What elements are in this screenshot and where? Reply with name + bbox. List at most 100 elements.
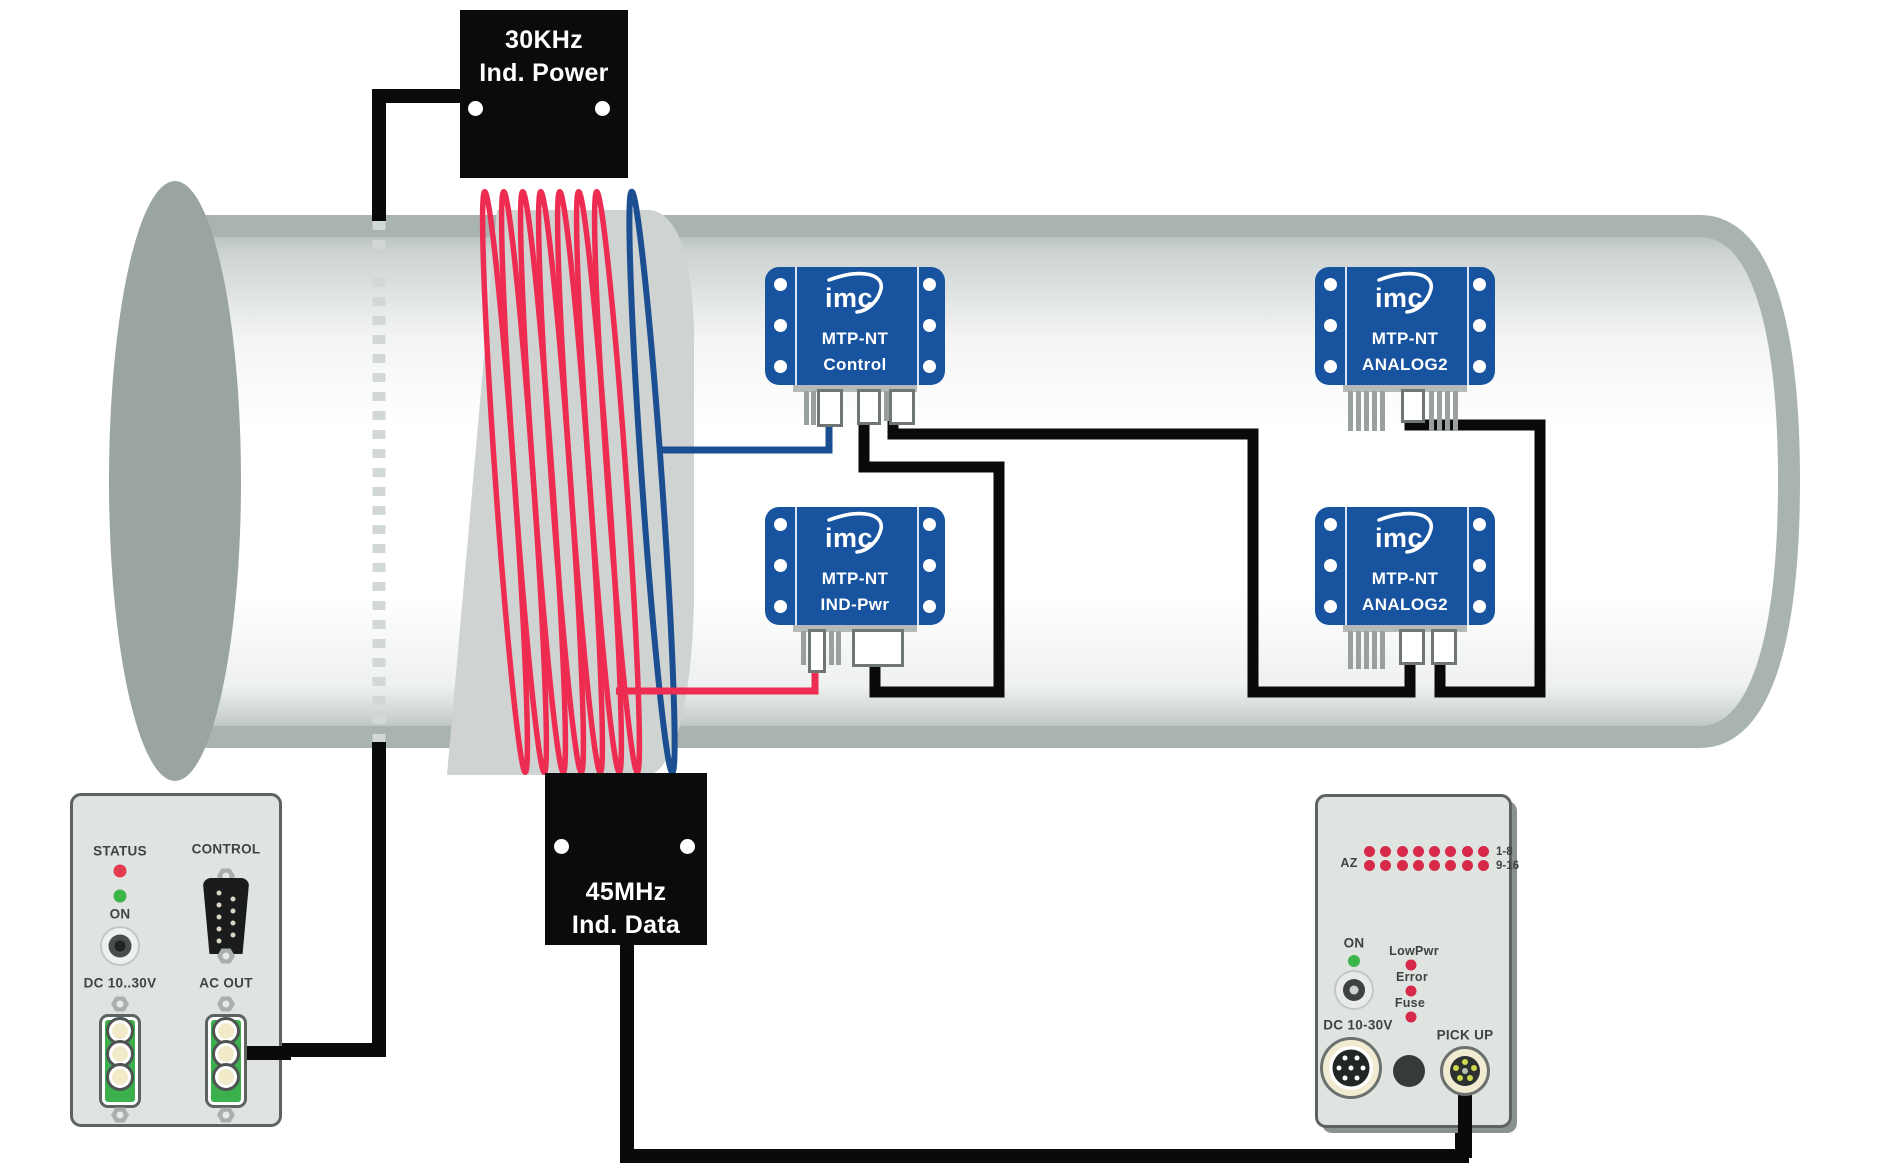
connector-pin: [811, 391, 816, 425]
module-variant: ANALOG2: [1362, 355, 1448, 374]
imc-logo: imc: [825, 271, 883, 314]
power-jack-core: [1349, 985, 1359, 995]
az-led: [1478, 860, 1490, 871]
connector-pin: [836, 631, 841, 665]
terminal-pin: [212, 1017, 240, 1045]
flange-hole: [1473, 600, 1486, 613]
flange-hole: [774, 518, 787, 531]
connector-pin: [1356, 631, 1361, 669]
az-led-row-2: [1364, 860, 1490, 871]
module-mtp-nt-ind-pwr: imc MTP-NT IND-Pwr: [765, 507, 945, 673]
fuse-led: [1405, 1011, 1417, 1023]
flange-hole: [1473, 319, 1486, 332]
dc-input-label: DC 10-30V: [1323, 1017, 1393, 1033]
az-led: [1461, 846, 1473, 857]
error-led: [1405, 985, 1417, 997]
imc-logo: imc: [1375, 511, 1433, 554]
plug-connector: [1401, 389, 1425, 423]
az-led: [1412, 846, 1424, 857]
module-mtp-nt-analog2-bottom: imc MTP-NT ANALOG2: [1315, 507, 1495, 669]
flange-hole: [1324, 559, 1337, 572]
connector-pin: [1372, 631, 1377, 669]
mount-hole: [468, 101, 483, 116]
module-variant: IND-Pwr: [820, 595, 890, 614]
az-led: [1380, 860, 1392, 871]
flange-hole: [1473, 278, 1486, 291]
status-led-red: [113, 864, 127, 878]
az-range-9-16: 9-16: [1496, 860, 1520, 872]
on-led-green: [1348, 955, 1360, 967]
module-model: MTP-NT: [1371, 329, 1439, 348]
az-led: [1396, 860, 1408, 871]
error-label: Error: [1395, 970, 1429, 984]
connector-pin: [1437, 391, 1442, 431]
power-coupler-line2: Ind. Power: [479, 59, 609, 87]
dc-input-label: DC 10..30V: [83, 975, 157, 991]
imc-logo-arc: [827, 511, 883, 554]
plug-connector: [808, 629, 826, 673]
plug-connector: [1431, 629, 1457, 665]
flange-hole: [1324, 278, 1337, 291]
module-panel: [1345, 267, 1469, 385]
ac-out-wire-stub: [247, 1046, 291, 1060]
induction-coil-blue: [626, 188, 678, 776]
shaft-end-cap: [109, 181, 241, 781]
blank-hole: [1393, 1055, 1425, 1087]
pickup-wire-stub: [1458, 1088, 1472, 1158]
flange-hole: [774, 559, 787, 572]
plug-connector: [1399, 629, 1425, 665]
az-led: [1364, 846, 1375, 857]
connector-pin: [1364, 631, 1369, 669]
connector-pin: [1380, 391, 1385, 431]
az-led: [1445, 846, 1457, 857]
control-label: CONTROL: [191, 841, 261, 857]
connector-pin: [1429, 391, 1434, 431]
inductive-power-coupler: 30KHz Ind. Power: [460, 10, 628, 178]
inductive-data-coupler: 45MHz Ind. Data: [545, 773, 707, 945]
az-led: [1445, 860, 1457, 871]
imc-logo-arc: [827, 271, 883, 314]
flange-hole: [774, 600, 787, 613]
shaft-cylinder: [164, 215, 1801, 748]
az-led: [1429, 860, 1441, 871]
az-led: [1478, 846, 1490, 857]
flange-hole: [1473, 559, 1486, 572]
connector-pin: [1380, 631, 1385, 669]
az-led: [1364, 860, 1375, 871]
connector-pin: [829, 631, 834, 665]
az-led: [1396, 846, 1408, 857]
module-connector-strip: [793, 383, 917, 392]
connector-pin: [884, 391, 889, 421]
plug-connector: [857, 389, 881, 425]
flange-hole: [923, 278, 936, 291]
power-wire-bottom: [276, 742, 386, 1057]
mount-hole: [680, 839, 695, 854]
flange-hole: [923, 360, 936, 373]
wire-control-to-indpwr: [858, 412, 1005, 698]
module-connector-strip: [1343, 383, 1467, 392]
module-mtp-nt-control: imc MTP-NT Control: [765, 267, 945, 427]
status-led-green: [113, 889, 127, 903]
flange-hole: [1324, 319, 1337, 332]
flange-hole: [923, 518, 936, 531]
az-led: [1380, 846, 1392, 857]
module-panel: [795, 507, 919, 625]
connector-pin: [804, 391, 809, 425]
power-supply-box: STATUS ON DC 10..30V CONTROL AC OUT: [70, 793, 291, 1127]
imc-logo: imc: [825, 511, 883, 554]
plug-connector: [889, 389, 915, 425]
module-variant: ANALOG2: [1362, 595, 1448, 614]
on-label: ON: [1343, 935, 1365, 951]
on-label: ON: [109, 906, 131, 922]
lowpwr-led: [1405, 959, 1417, 971]
az-label: AZ: [1340, 856, 1358, 870]
module-connector-strip: [793, 623, 917, 632]
receiver-box: AZ 1-8 9-16 ON LowPwr Error Fuse DC 10-3…: [1315, 794, 1519, 1158]
flange-hole: [774, 278, 787, 291]
plug-connector: [817, 389, 843, 427]
flange-hole: [1324, 600, 1337, 613]
power-wire-top: [372, 89, 460, 221]
mount-hole: [595, 101, 610, 116]
flange-hole: [774, 360, 787, 373]
imc-logo-arc: [1377, 511, 1433, 554]
